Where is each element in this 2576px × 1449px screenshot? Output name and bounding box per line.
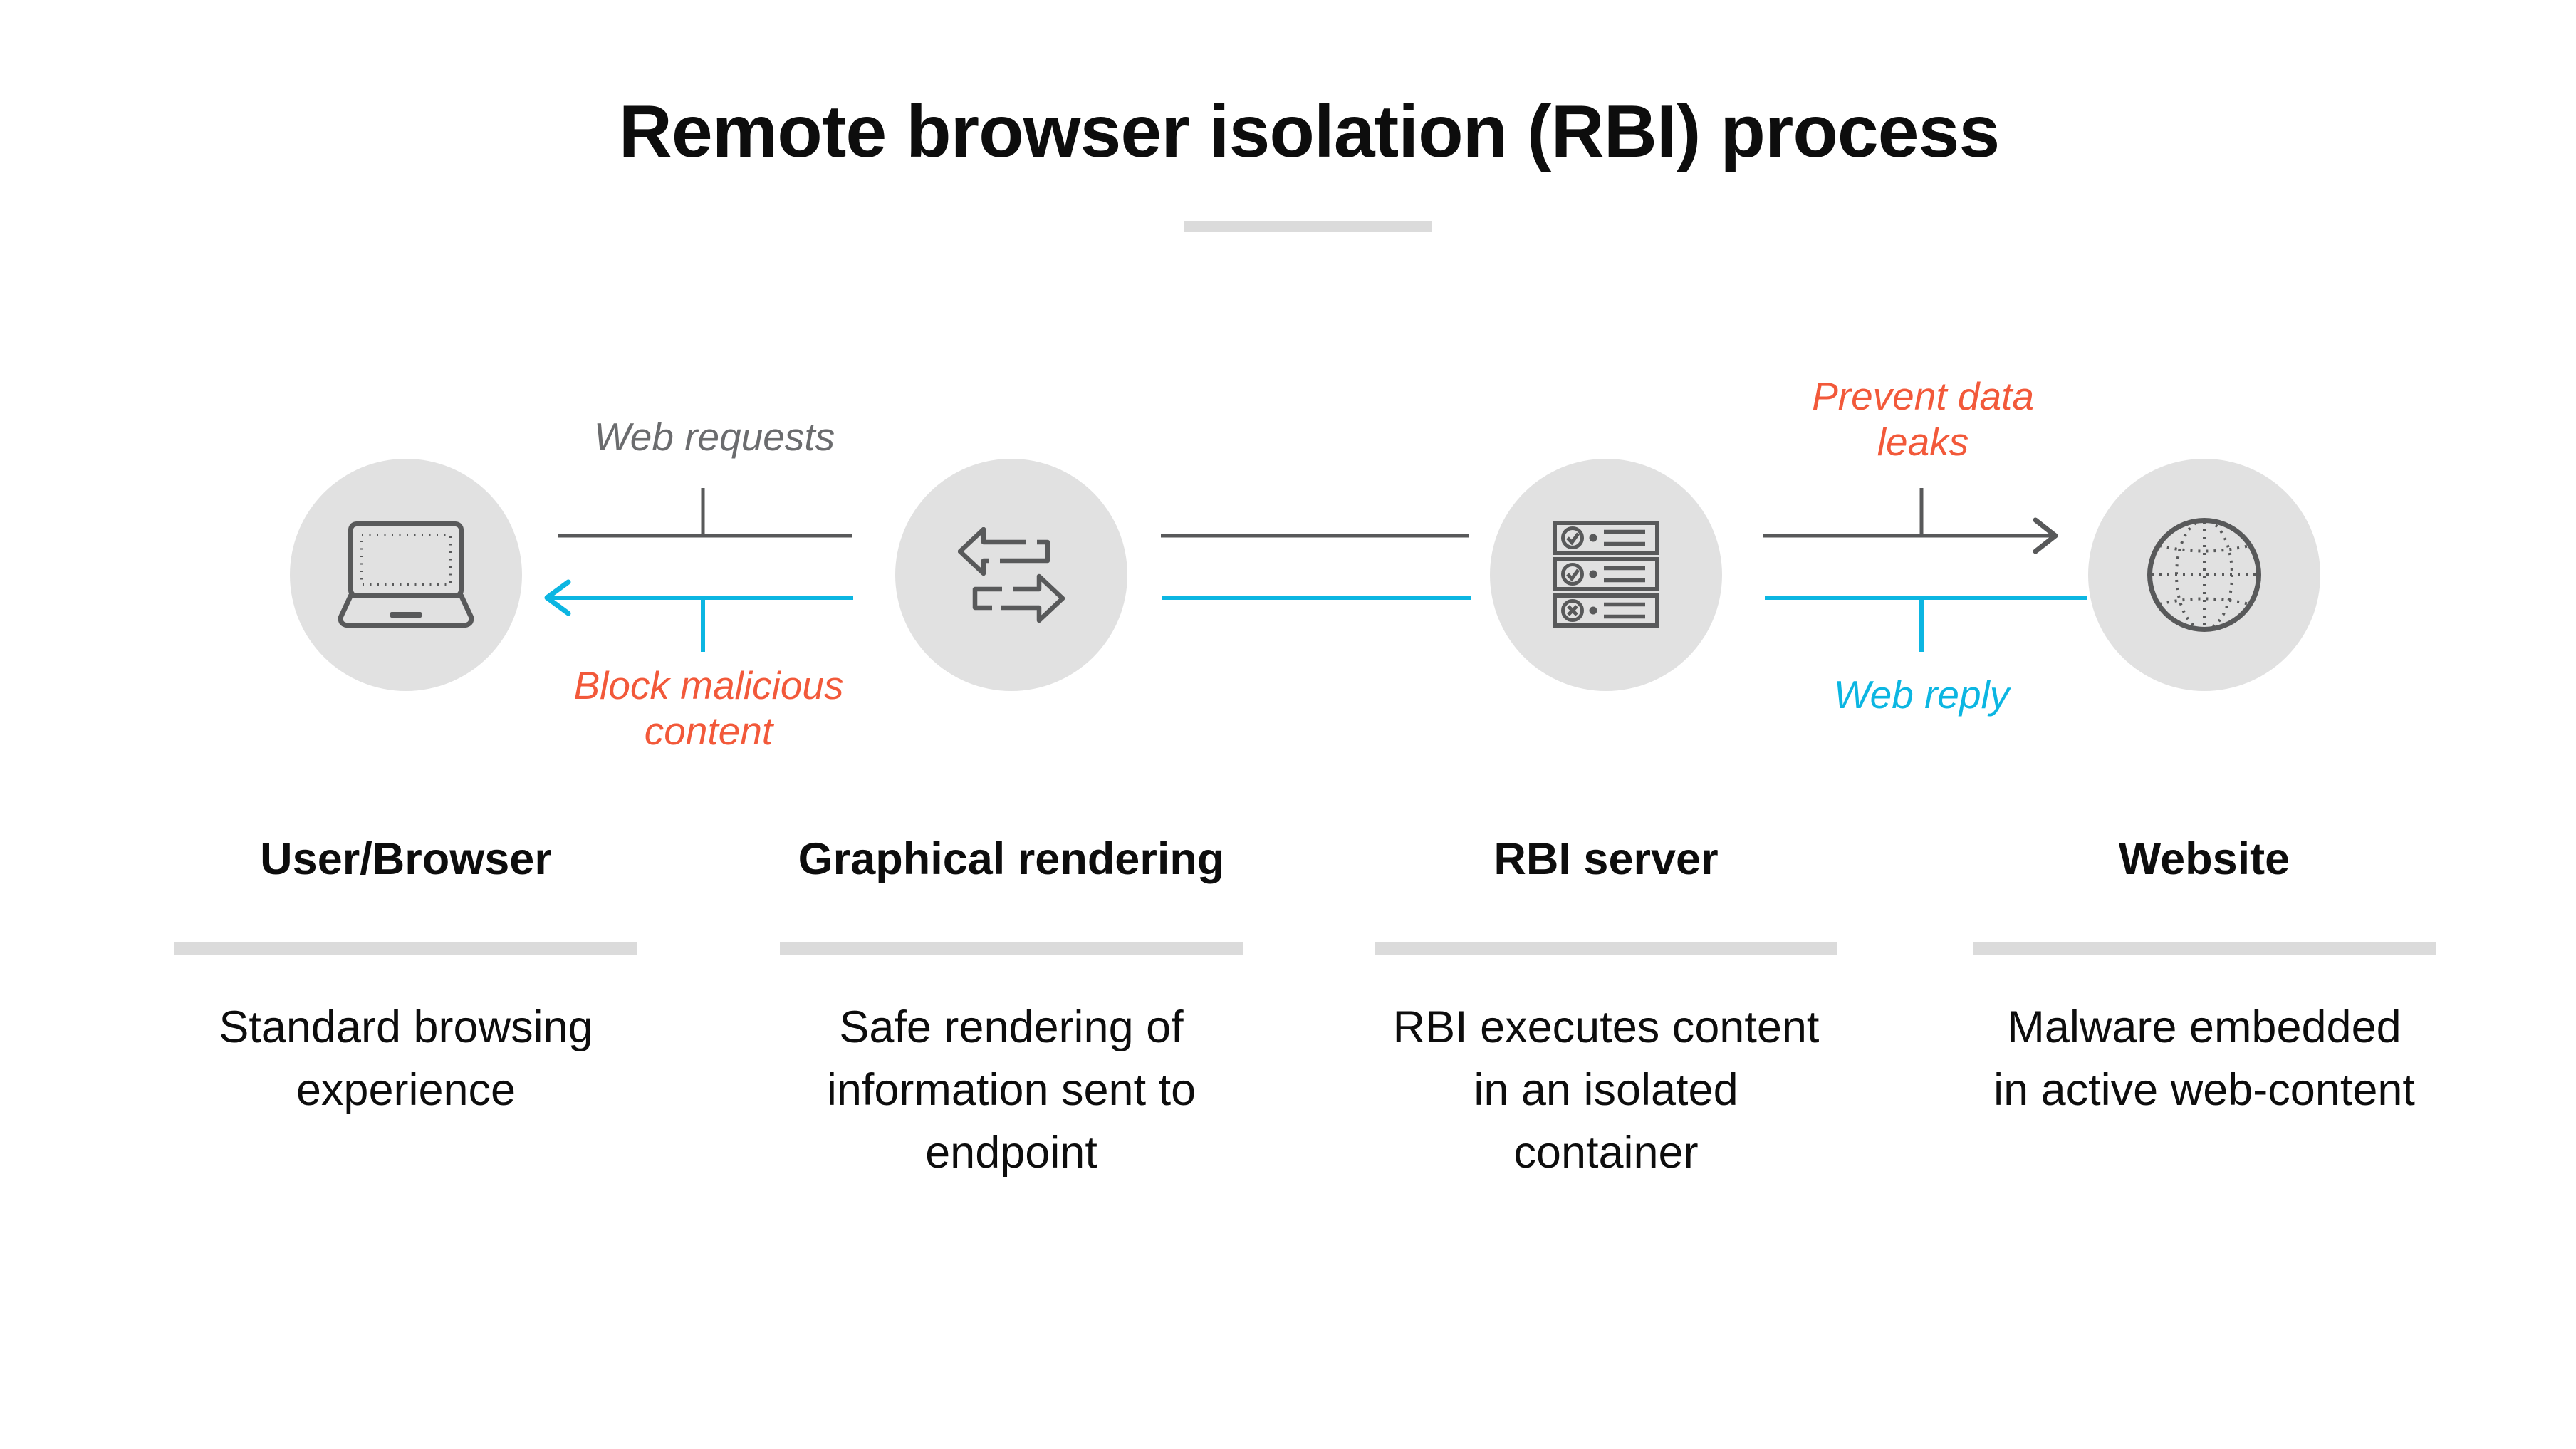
user-browser-node <box>290 459 522 691</box>
transfer-arrows-icon <box>958 526 1065 623</box>
server-rack-icon <box>1553 521 1659 628</box>
column-description-rbi-server: RBI executes content in an isolated cont… <box>1392 1002 1820 1178</box>
request-arrowhead-right <box>2033 517 2058 554</box>
block-malicious-label: Block malicious content <box>573 663 844 753</box>
prevent-leaks-label: Prevent data leaks <box>1812 374 2034 464</box>
website-node <box>2088 459 2320 691</box>
column-rule <box>1973 942 2436 955</box>
column-heading-website: Website <box>2118 834 2290 884</box>
web-reply-label: Web reply <box>1833 672 2010 717</box>
web-requests-label: Web requests <box>593 415 835 459</box>
graphical-rendering-node <box>895 459 1127 691</box>
column-rule <box>1375 942 1837 955</box>
page-title: Remote browser isolation (RBI) process <box>618 90 2000 173</box>
title-underline <box>1184 221 1432 232</box>
column-heading-rbi-server: RBI server <box>1493 834 1719 884</box>
rbi-server-node <box>1490 459 1722 691</box>
laptop-icon <box>338 521 474 628</box>
column-heading-user-browser: User/Browser <box>260 834 552 884</box>
globe-icon <box>2147 518 2261 632</box>
column-description-user-browser: Standard browsing experience <box>219 1002 593 1115</box>
column-description-graphical-rendering: Safe rendering of information sent to en… <box>826 1002 1196 1178</box>
column-heading-graphical-rendering: Graphical rendering <box>798 834 1225 884</box>
column-description-website: Malware embedded in active web-content <box>1993 1002 2415 1115</box>
reply-arrowhead-left <box>544 579 571 616</box>
column-rule <box>174 942 637 955</box>
column-rule <box>780 942 1243 955</box>
